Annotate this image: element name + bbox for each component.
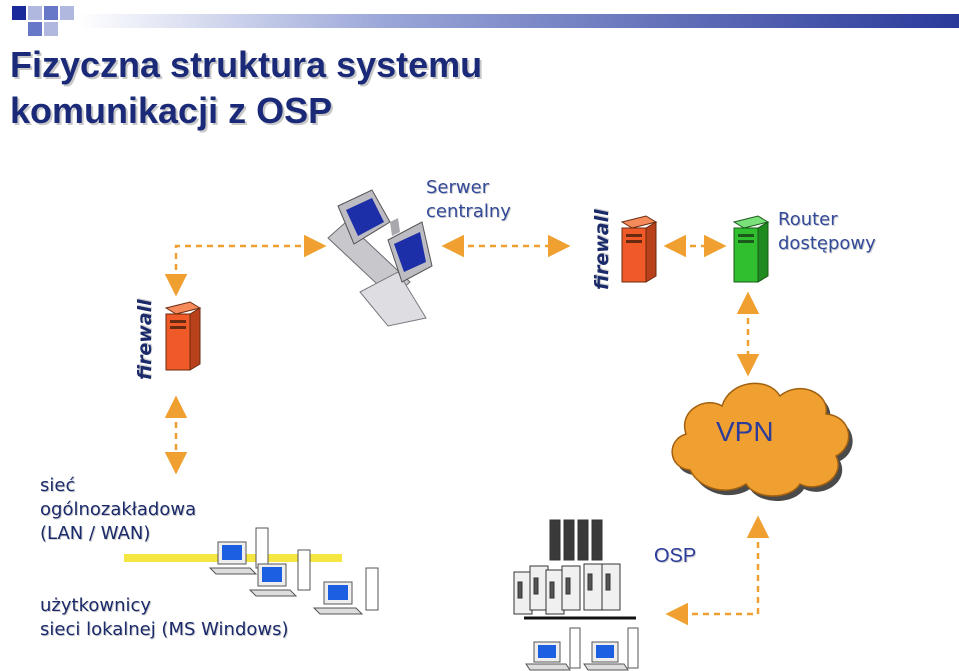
server-label-line-2: centralny [426,201,511,222]
vpn-label: VPN [716,416,774,447]
firewall-left-label: firewall [134,299,156,380]
users-label-line-2: sieci lokalnej (MS Windows) [40,619,289,640]
title-line-1: Fizyczna struktura systemu [10,44,483,85]
osp-label: OSP [654,545,697,567]
server-label: Serwer centralny [426,176,511,224]
router-label-line-2: dostępowy [778,233,876,254]
firewall-top-icon [620,215,658,283]
connection-arrows [164,234,770,626]
firewall-left-icon [164,301,202,371]
header-decoration [12,6,959,36]
arrow-left-server [164,234,327,297]
lan-workstation-3 [312,567,379,615]
vpn-cloud-icon [671,382,853,501]
arrow-vpn-osp [665,515,770,626]
title-line-2: komunikacji z OSP [10,90,333,131]
osp-server-rack [513,519,636,620]
slide-title: Fizyczna struktura systemu komunikacji z… [10,42,482,134]
router-label-line-1: Router [778,209,838,230]
firewall-top-label: firewall [591,209,613,290]
router-label: Router dostępowy [778,208,876,256]
users-label-line-1: użytkownicy [40,595,152,616]
network-label: sieć ogólnozakładowa (LAN / WAN) [40,474,196,546]
osp-workstation-2 [583,627,639,671]
network-label-line-3: (LAN / WAN) [40,523,151,544]
network-label-line-1: sieć [40,475,76,496]
osp-workstation-1 [525,627,581,671]
users-label: użytkownicy sieci lokalnej (MS Windows) [40,594,289,642]
router-icon [732,215,770,283]
server-label-line-1: Serwer [426,177,490,198]
lan-workstation-1 [208,527,269,575]
central-server-icon [327,189,433,327]
lan-workstation-2 [248,549,311,597]
network-label-line-2: ogólnozakładowa [40,499,197,520]
